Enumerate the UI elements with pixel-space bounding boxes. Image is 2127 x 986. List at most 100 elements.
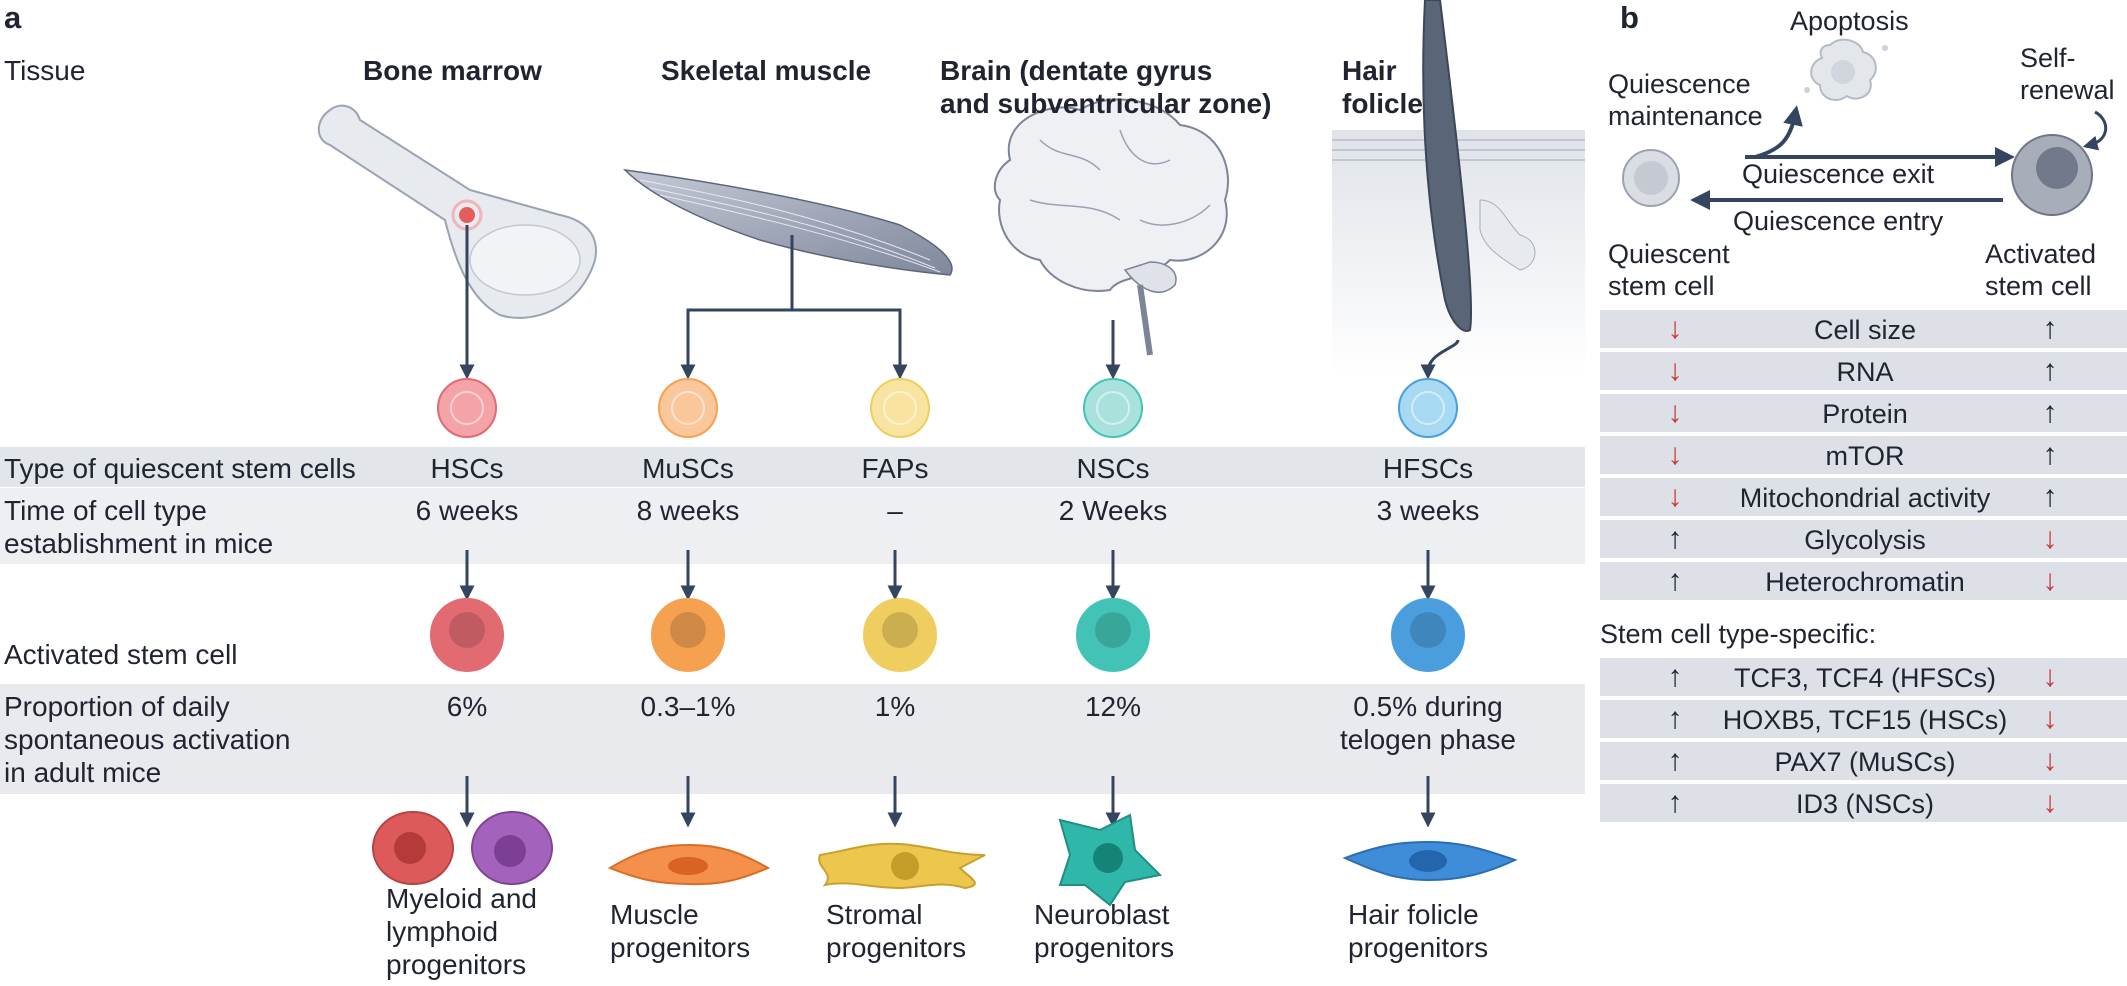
quiescent-cell-muscs [658,378,718,438]
quiescence-maintenance-line2: maintenance [1608,101,1763,131]
activated-up-arrow-icon: ↑ [2042,312,2058,345]
type-nscs: NSCs [1076,453,1150,484]
progenitor-label-nscs: Neuroblast progenitors [1034,898,1174,964]
feature-row: ↓Protein↑ [1600,394,2127,432]
specific-marker-row: ↑TCF3, TCF4 (HFSCs)↓ [1600,658,2127,696]
feature-row: ↓mTOR↑ [1600,436,2127,474]
specific-marker-row: ↑ HOXB5, TCF15 (HSCs) ↓ [1600,700,2127,738]
type-hscs: HSCs [430,453,504,484]
specific-marker-row: ↑ID3 (NSCs)↓ [1600,784,2127,822]
tissue-brain-line1: Brain (dentate gyrus [940,55,1213,86]
feature-label: Mitochondrial activity [1739,483,1991,513]
progenitor-label-hfscs: Hair folicle progenitors [1348,898,1488,964]
tissue-label: Tissue [4,55,86,86]
specific-marker-row: ↑PAX7 (MuSCs)↓ [1600,742,2127,780]
time-hscs: 6 weeks [415,495,519,526]
activated-stem-cell-line1: Activated [1985,239,2097,269]
progenitor-label-hscs: Myeloid and lymphoid progenitors [386,882,537,981]
progenitor-label-hscs-line1: Myeloid and [386,883,537,914]
myeloid-progenitor-cell [372,811,454,885]
time-faps: – [887,495,903,526]
tissue-brain: Brain (dentate gyrus and subventricular … [940,54,1271,120]
proportion-hfscs: 0.5% during telogen phase [1318,690,1538,756]
time-row-label-line2: establishment in mice [4,528,274,559]
quiescent-down-arrow-icon: ↓ [1667,396,1683,429]
progenitor-label-muscs-line1: Muscle [610,899,699,930]
specific-marker-label: TCF3, TCF4 (HFSCs) [1734,663,1996,693]
feature-label: mTOR [1825,441,1905,471]
time-muscs: 8 weeks [636,495,740,526]
self-renewal-line1: Self- [2020,43,2076,73]
tissue-hair-line1: Hair [1342,55,1397,86]
specific-heading: Stem cell type-specific: [1600,619,1877,649]
activated-down-arrow-icon: ↓ [2042,786,2058,819]
quiescent-up-arrow-icon: ↑ [1667,786,1683,819]
tissue-brain-line2: and subventricular zone) [940,88,1272,119]
quiescence-maintenance-label: Quiescence maintenance [1608,68,1763,132]
type-muscs: MuSCs [642,453,734,484]
progenitor-label-muscs-line2: progenitors [610,932,751,963]
specific-marker-label: HOXB5, TCF15 (HSCs) [1722,705,2008,735]
proportion-muscs: 0.3–1% [640,691,736,722]
hair-follicle-progenitor-cell [1342,840,1518,882]
quiescence-exit-label: Quiescence exit [1742,159,1935,189]
panel-b-letter: b [1620,0,1639,35]
activated-up-arrow-icon: ↑ [2042,480,2058,513]
specific-marker-label: PAX7 (MuSCs) [1774,747,1956,777]
quiescent-cell-faps [870,378,930,438]
type-row-label: Type of quiescent stem cells [4,453,356,484]
type-faps: FAPs [861,453,929,484]
lymphoid-progenitor-cell [471,811,553,885]
activated-cell-hfscs [1391,598,1465,672]
progenitor-label-faps: Stromal progenitors [826,898,966,964]
progenitor-label-hfscs-line2: progenitors [1348,932,1489,963]
feature-label: Heterochromatin [1765,567,1965,597]
hair-follicle-illustration [1332,0,1585,375]
time-nscs: 2 Weeks [1058,495,1168,526]
proportion-row-label-line3: in adult mice [4,757,162,788]
feature-row: ↑Glycolysis↓ [1600,520,2127,558]
feature-row: ↓ Mitochondrial activity ↑ [1600,478,2127,516]
activated-down-arrow-icon: ↓ [2042,702,2058,735]
proportion-row-label: Proportion of daily spontaneous activati… [4,690,290,789]
brain-illustration [993,98,1229,356]
proportion-faps: 1% [874,691,916,722]
proportion-hfscs-line2: telogen phase [1340,724,1516,755]
stromal-progenitor-cell [818,842,986,890]
quiescence-maintenance-line1: Quiescence [1608,69,1751,99]
muscle-illustration [622,168,953,276]
activated-stem-cell-line2: stem cell [1985,271,2092,301]
feature-row: ↑ Heterochromatin ↓ [1600,562,2127,600]
time-row-label: Time of cell type establishment in mice [4,494,273,560]
quiescent-stem-cell-label: Quiescent stem cell [1608,238,1730,302]
quiescent-up-arrow-icon: ↑ [1667,702,1683,735]
tissue-hair-line2: folicle [1342,88,1423,119]
activated-cell-muscs [651,598,725,672]
time-row-label-line1: Time of cell type [4,495,207,526]
tissue-bone-marrow: Bone marrow [363,55,542,86]
activated-down-arrow-icon: ↓ [2042,744,2058,777]
quiescent-up-arrow-icon: ↑ [1667,660,1683,693]
type-hfscs: HFSCs [1382,453,1474,484]
feature-label: Cell size [1813,315,1917,345]
activated-down-arrow-icon: ↓ [2042,564,2058,597]
type-row-band [0,447,1585,487]
activated-up-arrow-icon: ↑ [2042,396,2058,429]
quiescent-down-arrow-icon: ↓ [1667,312,1683,345]
tissue-skeletal-muscle: Skeletal muscle [661,55,872,86]
progenitor-label-hscs-line3: progenitors [386,949,527,980]
self-renewal-label: Self- renewal [2020,42,2115,106]
quiescent-stem-cell-line1: Quiescent [1608,239,1730,269]
quiescent-cell-hscs [437,378,497,438]
activated-down-arrow-icon: ↓ [2042,522,2058,555]
proportion-hscs: 6% [446,691,488,722]
progenitor-label-faps-line1: Stromal [826,899,923,930]
quiescent-down-arrow-icon: ↓ [1667,438,1683,471]
proportion-row-label-line2: spontaneous activation [4,724,291,755]
quiescent-cell-hfscs [1398,378,1458,438]
quiescent-down-arrow-icon: ↓ [1667,354,1683,387]
quiescent-up-arrow-icon: ↑ [1667,564,1683,597]
quiescent-down-arrow-icon: ↓ [1667,480,1683,513]
apoptotic-cell-icon [1804,38,1888,101]
